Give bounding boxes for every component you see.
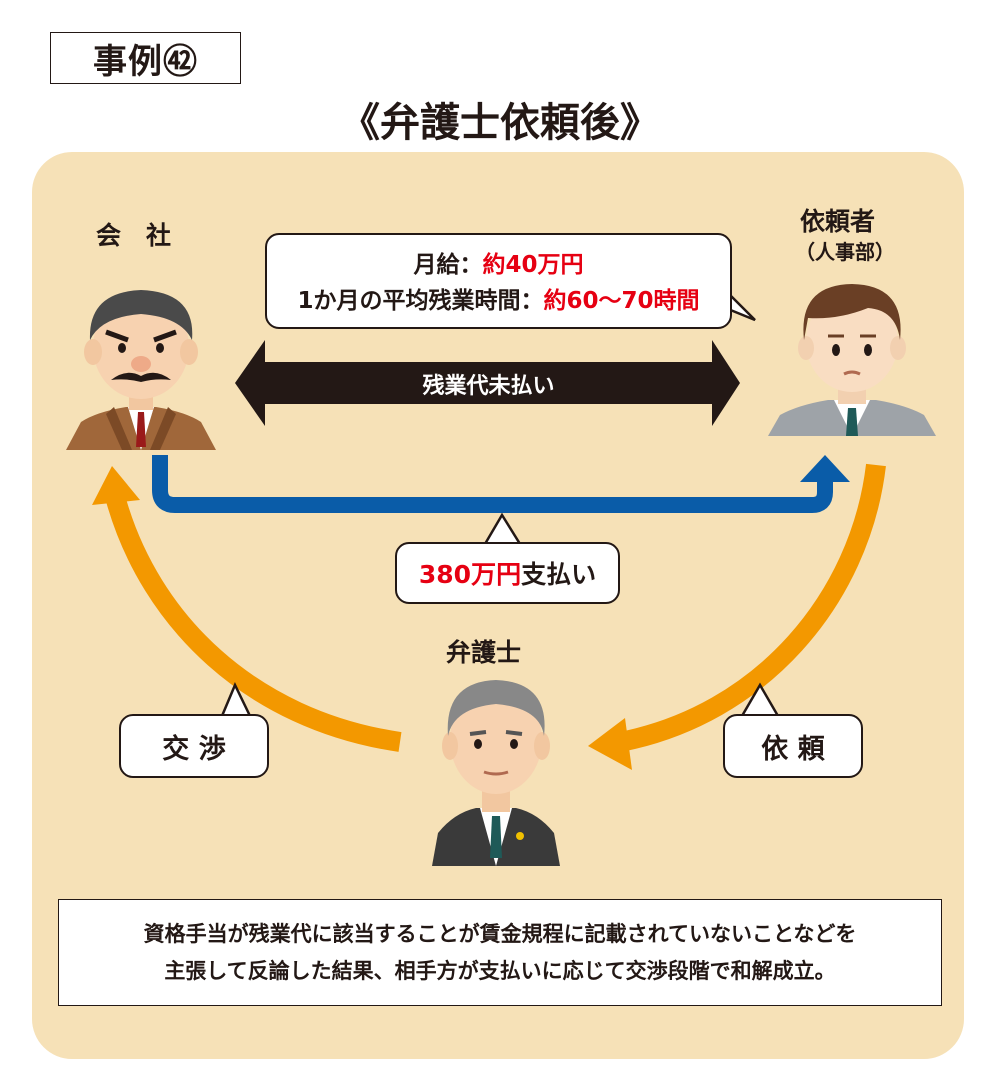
lawyer-badge-icon bbox=[516, 832, 524, 840]
request-arrow-head bbox=[588, 718, 632, 770]
summary-line-2: 主張して反論した結果、相手方が支払いに応じて交渉段階で和解成立。 bbox=[164, 958, 836, 983]
summary-line-1: 資格手当が残業代に該当することが賃金規程に記載されていないことなどを bbox=[143, 921, 857, 946]
payment-text: 支払い bbox=[521, 560, 597, 589]
summary-box: 資格手当が残業代に該当することが賃金規程に記載されていないことなどを 主張して反… bbox=[58, 899, 942, 1006]
overtime-label: 1か月の平均残業時間： bbox=[297, 288, 544, 314]
page-title: 《弁護士依頼後》 bbox=[340, 100, 660, 146]
payment-arrow-head bbox=[800, 455, 850, 482]
payment-bubble-tail bbox=[482, 512, 523, 546]
request-arrow-line bbox=[618, 463, 886, 752]
unpaid-double-arrow bbox=[235, 340, 740, 426]
payment-arrow-line bbox=[152, 455, 833, 513]
request-bubble: 依 頼 bbox=[723, 714, 863, 778]
client-person-illustration bbox=[768, 284, 936, 436]
company-person-illustration bbox=[66, 290, 216, 450]
client-label: 依頼者 bbox=[800, 207, 876, 236]
salary-label: 月給： bbox=[413, 252, 483, 278]
payment-amount: 380万円 bbox=[418, 560, 522, 589]
lawyer-label: 弁護士 bbox=[446, 638, 522, 667]
client-sublabel: （人事部） bbox=[795, 240, 895, 264]
case-label: 事例㊷ bbox=[50, 32, 241, 84]
negotiation-arrow-head bbox=[92, 466, 140, 505]
payment-bubble: 380万円支払い bbox=[395, 542, 620, 604]
lawyer-person-illustration bbox=[432, 680, 560, 866]
unpaid-arrow-label: 残業代未払い bbox=[422, 374, 555, 399]
negotiation-bubble: 交 渉 bbox=[119, 714, 269, 778]
salary-info-bubble: 月給：約40万円 1か月の平均残業時間：約60～70時間 bbox=[265, 233, 732, 329]
overtime-value: 約60～70時間 bbox=[543, 288, 700, 314]
overtime-line: 1か月の平均残業時間：約60～70時間 bbox=[267, 281, 730, 315]
company-label: 会 社 bbox=[96, 221, 172, 250]
negotiation-arrow-line bbox=[106, 497, 402, 752]
salary-line: 月給：約40万円 bbox=[267, 245, 730, 279]
salary-value: 約40万円 bbox=[482, 252, 584, 278]
